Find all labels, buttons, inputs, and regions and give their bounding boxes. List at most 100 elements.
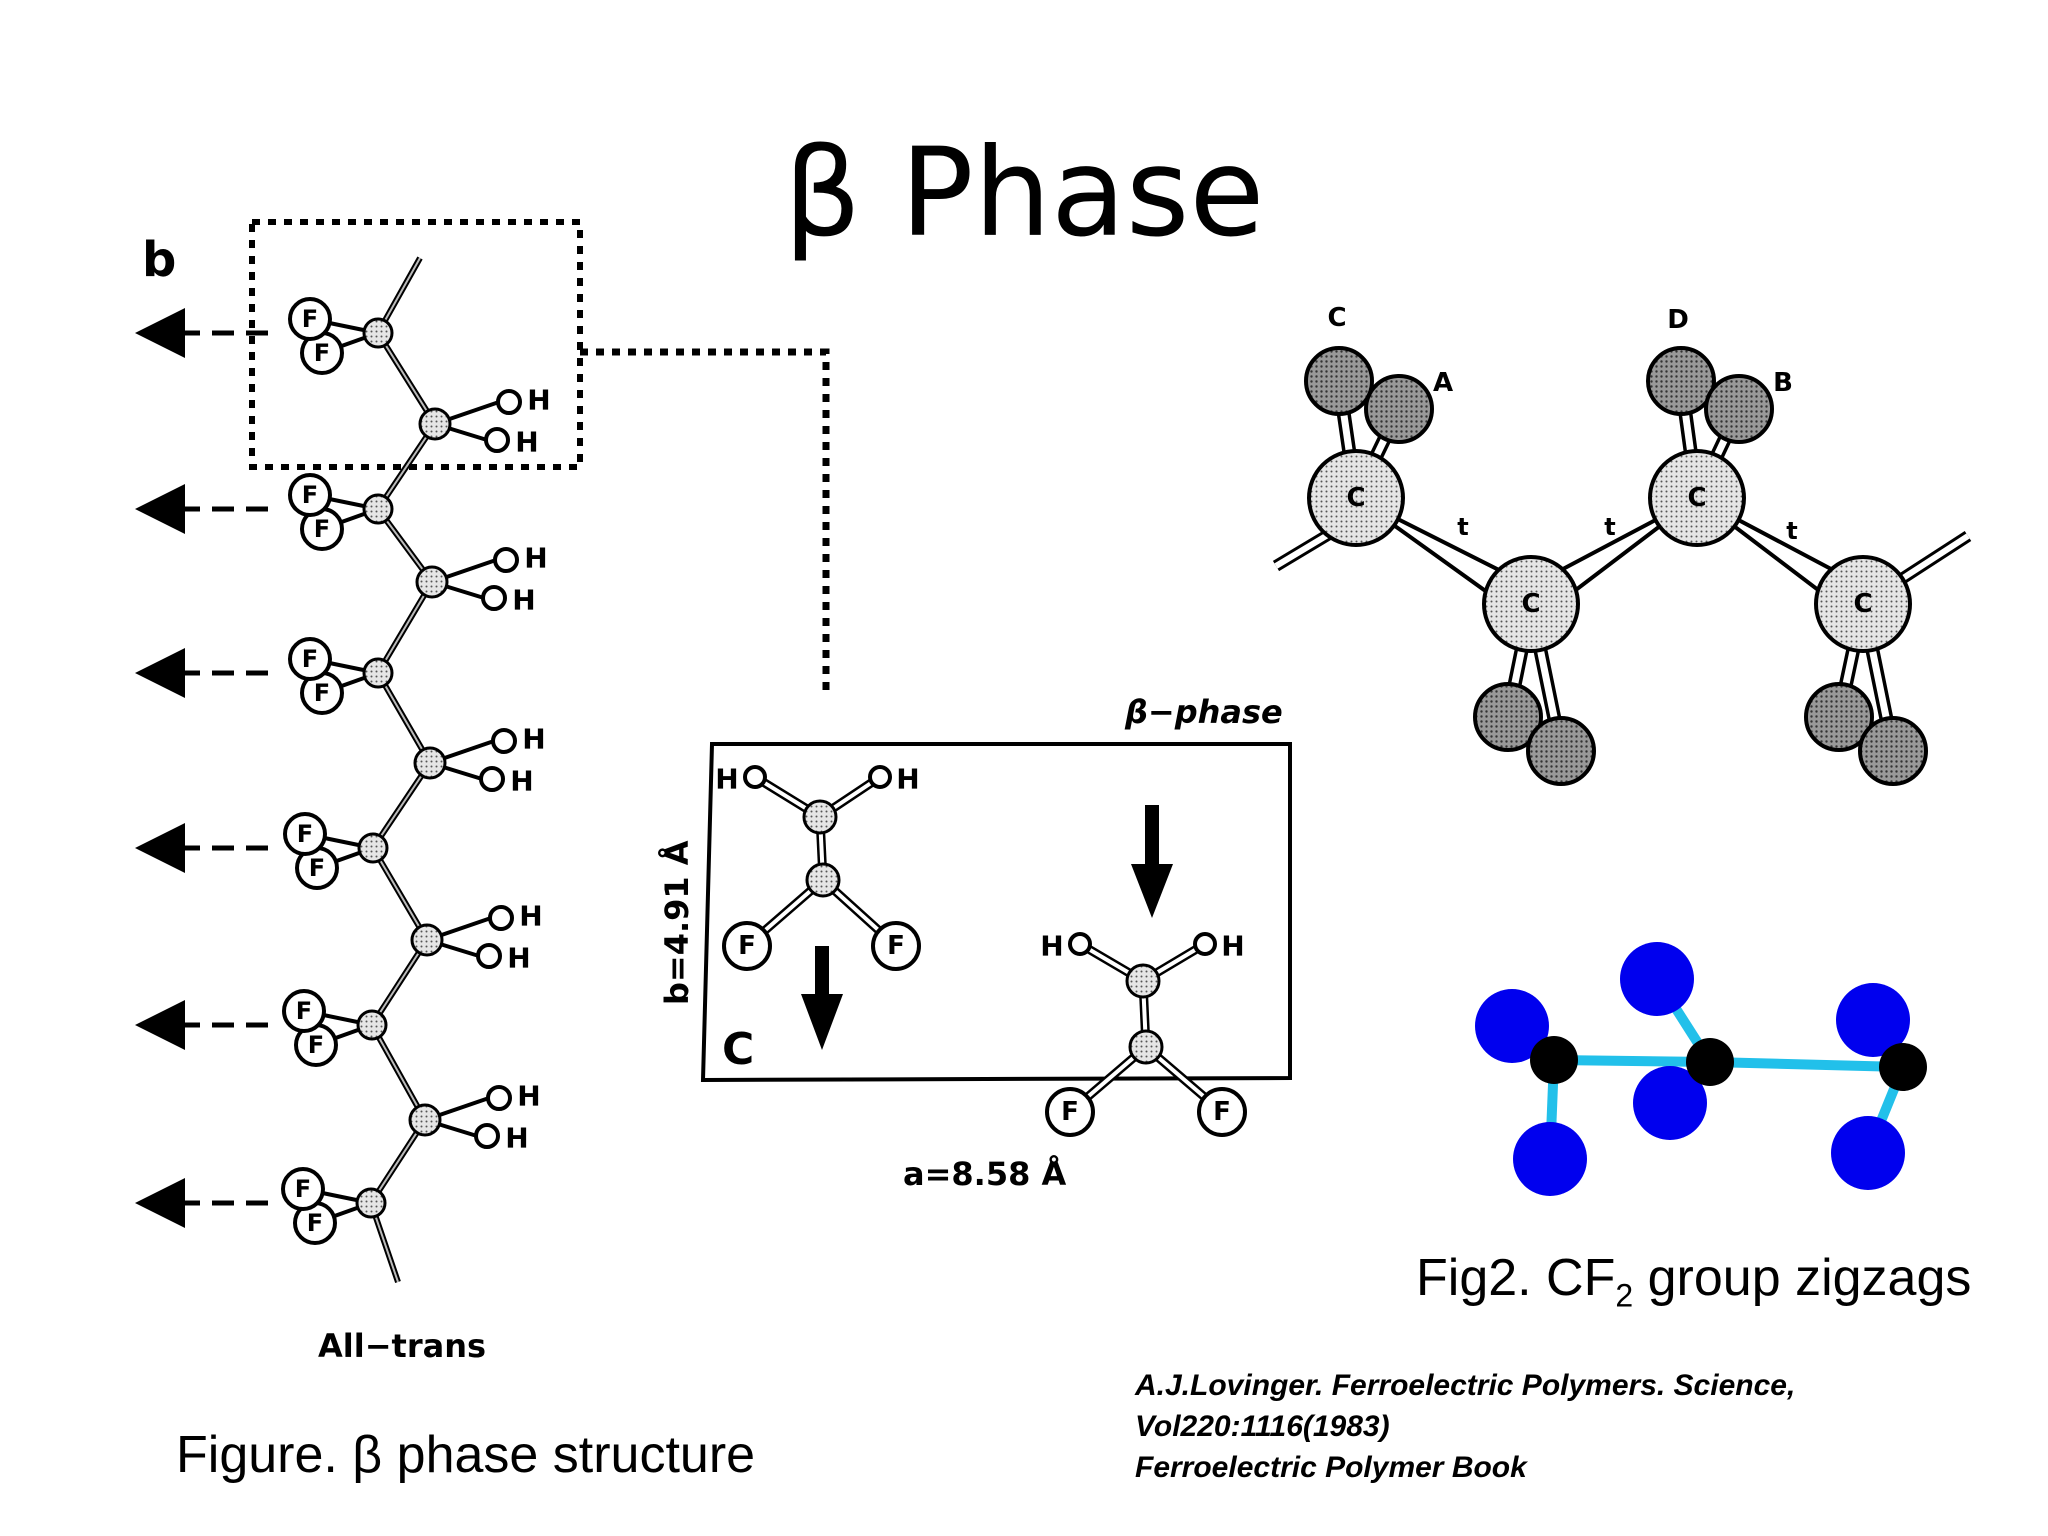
carbon-atom [413, 746, 447, 780]
down-arrow-right [1131, 805, 1173, 918]
carbon-atom [1128, 1029, 1164, 1065]
carbon-atom [410, 923, 444, 957]
fluorine-atom [288, 297, 332, 341]
unit-cell-box [700, 742, 1292, 1083]
fluorine-symbol: F [296, 997, 312, 1025]
fig2-caption-subscript: 2 [1615, 1277, 1634, 1314]
hydrogen-symbol: H [512, 584, 535, 617]
fluorine-symbol: F [295, 1175, 311, 1203]
hydrogen-atom [496, 389, 522, 415]
carbon-atom [357, 832, 389, 864]
hydrogen-atom [476, 943, 502, 969]
fluorine-atom [283, 812, 327, 856]
fluorine-symbol: F [1213, 1097, 1231, 1127]
fluorine-symbol: F [314, 515, 330, 543]
carbon-atom [805, 862, 841, 898]
fluorine-symbol: F [314, 339, 330, 367]
b-dimension-label: b=4.91 Å [658, 840, 696, 1005]
fluorine-ball [1475, 989, 1549, 1063]
hydrogen-symbol: H [507, 942, 530, 975]
hydrogen-atom [868, 765, 892, 789]
carbon-atom [408, 1103, 442, 1137]
fluorine-atom [1197, 1087, 1247, 1137]
substituent-atom [1304, 346, 1374, 416]
carbon-atom [802, 799, 838, 835]
hydrogen-atom [1193, 932, 1217, 956]
carbon-symbol: C [1687, 483, 1706, 513]
carbon-atom [415, 565, 449, 599]
fluorine-atom [288, 473, 332, 517]
fluorine-symbol: F [308, 1031, 324, 1059]
carbon-ball [1686, 1038, 1734, 1086]
carbon-ball [1879, 1043, 1927, 1091]
fluorine-symbol: F [314, 679, 330, 707]
carbon-atom [362, 317, 394, 349]
reference-line-1: A.J.Lovinger. Ferroelectric Polymers. Sc… [1135, 1369, 1796, 1402]
carbon-atom [356, 1009, 388, 1041]
carbon-symbol: C [1346, 483, 1365, 513]
hydrogen-symbol: H [896, 763, 919, 796]
carbon-atom [355, 1187, 387, 1219]
trans-bond-label: t [1604, 513, 1615, 541]
atom-label-c: C [1327, 303, 1346, 333]
hydrogen-atom [486, 1085, 512, 1111]
hydrogen-atom [474, 1123, 500, 1149]
hydrogen-atom [479, 766, 505, 792]
hydrogen-symbol: H [1221, 930, 1244, 963]
atom-label-b: B [1773, 368, 1793, 398]
hydrogen-symbol: H [510, 765, 533, 798]
fluorine-symbol: F [1061, 1097, 1079, 1127]
carbon-atom [1814, 555, 1912, 653]
fluorine-symbol: F [738, 931, 756, 961]
dotted-connector [580, 348, 830, 690]
hydrogen-symbol: H [517, 1080, 540, 1113]
fluorine-symbol: F [297, 820, 313, 848]
carbon-atom [362, 657, 394, 689]
hydrogen-symbol: H [527, 384, 550, 417]
fluorine-symbol: F [309, 854, 325, 882]
substituent-atom [1858, 716, 1928, 786]
fluorine-atom [288, 637, 332, 681]
atom-label-d: D [1667, 305, 1689, 335]
carbon-atom [362, 493, 394, 525]
fluorine-ball [1836, 983, 1910, 1057]
slide-title: β Phase [783, 122, 1265, 264]
fluorine-ball [1513, 1122, 1587, 1196]
atom-label-a: A [1433, 368, 1453, 398]
model-bond [1709, 1057, 1904, 1072]
hydrogen-atom [488, 905, 514, 931]
dipole-arrows [135, 308, 268, 1228]
reference-line-2: Vol220:1116(1983) [1135, 1410, 1390, 1443]
fig1-caption: Figure. β phase structure [176, 1426, 756, 1484]
reference-block: A.J.Lovinger. Ferroelectric Polymers. Sc… [1135, 1365, 1795, 1488]
fluorine-ball [1620, 942, 1694, 1016]
substituent-atom [1473, 682, 1543, 752]
hydrogen-atom [491, 728, 517, 754]
carbon-ball [1530, 1036, 1578, 1084]
carbon-atom [1125, 963, 1161, 999]
fig2-caption-suffix: group zigzags [1633, 1249, 1972, 1307]
hydrogen-atom [484, 427, 510, 453]
fluorine-ball [1633, 1066, 1707, 1140]
hydrogen-symbol: H [515, 426, 538, 459]
beta-phase-label: β−phase [1124, 693, 1283, 731]
hydrogen-symbol: H [715, 763, 738, 796]
hydrogen-atom [743, 765, 767, 789]
fig2-caption-prefix: Fig2. CF [1416, 1249, 1616, 1307]
fluorine-atom [1045, 1087, 1095, 1137]
all-trans-label: All−trans [318, 1327, 486, 1365]
carbon-atom [1482, 555, 1580, 653]
carbon-atom [1648, 449, 1746, 547]
carbon-symbol: C [1521, 589, 1540, 619]
hydrogen-atom [493, 547, 519, 573]
panel-letter-b: b [142, 232, 176, 288]
fluorine-symbol: F [302, 481, 318, 509]
hydrogen-symbol: H [524, 542, 547, 575]
substituent-atom [1704, 374, 1774, 444]
substituent-atom [1364, 374, 1434, 444]
substituent-atom [1804, 682, 1874, 752]
